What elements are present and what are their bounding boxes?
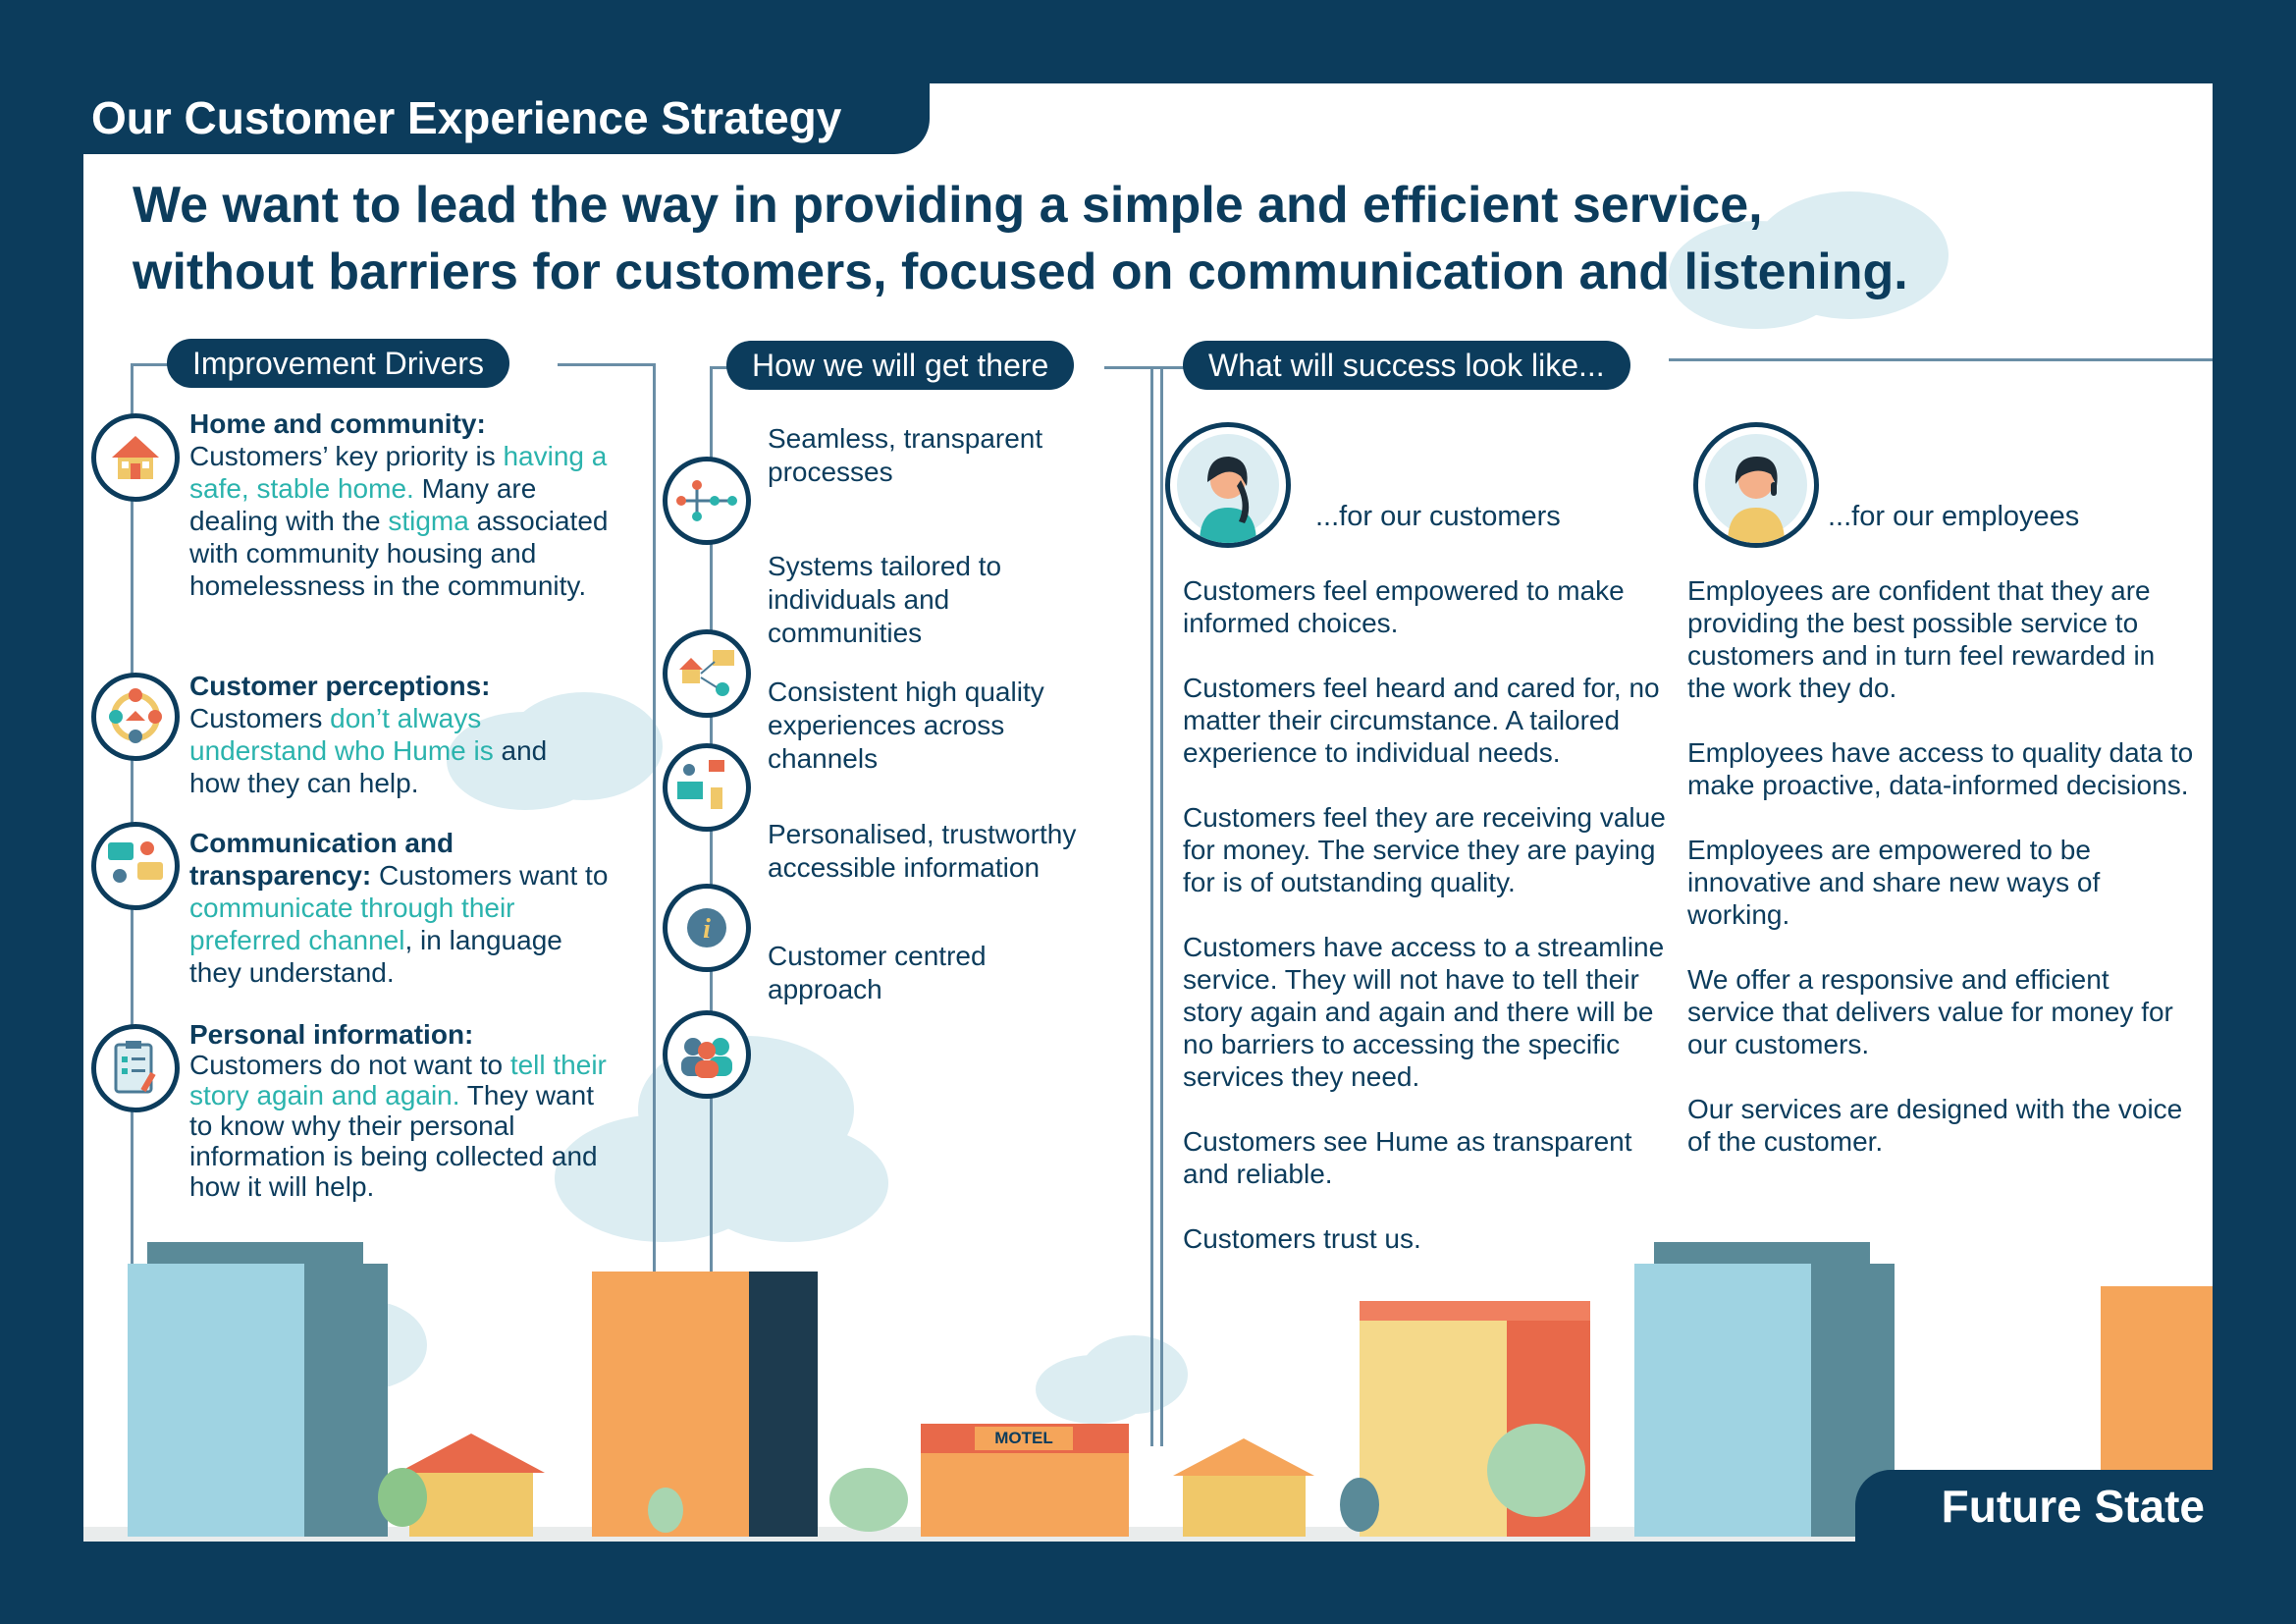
section-pill-success: What will success look like... xyxy=(1183,341,1630,390)
driver-highlight: having a safe, stable home. xyxy=(189,441,608,504)
future-state-tab: Future State xyxy=(1855,1470,2213,1542)
driver-personal-information: Personal information: Customers do not w… xyxy=(189,1019,621,1202)
cloud xyxy=(506,692,663,800)
employee-item: Employees are confident that they are pr… xyxy=(1687,575,2156,703)
driver-home-community: Home and community: Customers’ key prior… xyxy=(189,407,631,602)
tree xyxy=(378,1468,427,1527)
employee-item: Our services are designed with the voice… xyxy=(1687,1094,2183,1157)
driver-text: They want to know why their personal inf… xyxy=(189,1080,598,1202)
divider xyxy=(1150,366,1153,1446)
divider xyxy=(1160,366,1163,1446)
how-item: Systems tailored to individuals and comm… xyxy=(768,551,1002,648)
employee-avatar xyxy=(1693,422,1819,548)
divider xyxy=(1669,358,2213,361)
how-item: Personalised, trustworthy accessible inf… xyxy=(768,819,1077,883)
employees-list: Employees are confident that they are pr… xyxy=(1687,574,2198,1190)
how-item: Customer centred approach xyxy=(768,941,987,1004)
driver-heading: Personal information: xyxy=(189,1019,474,1050)
driver-heading: Communication and transparency: xyxy=(189,828,454,891)
driver-customer-perceptions: Customer perceptions: Customers don’t al… xyxy=(189,670,602,799)
headline-line-2: without barriers for customers, focused … xyxy=(133,244,1908,300)
content-panel: We want to lead the way in providing a s… xyxy=(83,83,2213,1542)
driver-highlight: don’t always understand who Hume is xyxy=(189,703,494,766)
employees-label: ...for our employees xyxy=(1828,501,2080,532)
customer-item: Customers feel heard and cared for, no m… xyxy=(1183,673,1660,768)
divider xyxy=(710,366,713,1348)
conversation-icon xyxy=(91,822,180,910)
driver-highlight: tell their story again and again. xyxy=(189,1050,607,1110)
tree xyxy=(648,1488,683,1533)
how-item: Consistent high quality experiences acro… xyxy=(768,677,1044,774)
cloud xyxy=(1752,191,1949,319)
driver-text: Many are dealing with the xyxy=(189,473,537,536)
community-circle-icon xyxy=(91,673,180,761)
motel: MOTEL xyxy=(921,1424,1129,1537)
driver-heading: Home and community: xyxy=(189,408,486,439)
tree xyxy=(829,1468,908,1532)
driver-highlight: communicate through their preferred chan… xyxy=(189,893,515,955)
customer-item: Customers have access to a streamline se… xyxy=(1183,932,1665,1092)
driver-communication: Communication and transparency: Customer… xyxy=(189,827,621,989)
page-title: Our Customer Experience Strategy xyxy=(91,92,842,143)
customer-item: Customers feel they are receiving value … xyxy=(1183,802,1666,897)
cloud xyxy=(1080,1335,1188,1414)
apartment-building xyxy=(592,1272,818,1537)
house xyxy=(1173,1438,1315,1537)
customers-label: ...for our customers xyxy=(1315,501,1561,532)
clipboard-icon xyxy=(91,1024,180,1112)
headline: We want to lead the way in providing a s… xyxy=(133,172,2145,305)
section-pill-how: How we will get there xyxy=(726,341,1075,390)
driver-text: and how they can help. xyxy=(189,735,548,798)
employee-item: Employees are empowered to be innovative… xyxy=(1687,835,2101,930)
driver-text: Customers do not want to xyxy=(189,1050,510,1080)
apartment-building xyxy=(128,1242,388,1537)
how-item: Seamless, transparent processes xyxy=(768,423,1043,487)
future-state-label: Future State xyxy=(1941,1481,2205,1532)
divider xyxy=(653,363,656,1394)
divider xyxy=(1104,366,1163,369)
process-flow-icon xyxy=(663,457,751,545)
employee-item: We offer a responsive and efficient serv… xyxy=(1687,964,2173,1059)
svg-text:i: i xyxy=(703,914,711,945)
customer-item: Customers feel empowered to make informe… xyxy=(1183,575,1625,638)
driver-text: Customers’ key priority is xyxy=(189,441,504,471)
people-icon xyxy=(663,1010,751,1099)
headline-line-1: We want to lead the way in providing a s… xyxy=(133,177,1763,234)
section-pill-drivers: Improvement Drivers xyxy=(167,339,509,388)
driver-text: , in language they understand. xyxy=(189,925,562,988)
house xyxy=(398,1434,545,1537)
house-icon xyxy=(91,413,180,502)
driver-highlight: stigma xyxy=(388,506,469,536)
cityscape: MOTEL xyxy=(83,1242,2213,1542)
divider xyxy=(1150,366,1200,369)
tree xyxy=(1487,1424,1585,1517)
info-icon: i xyxy=(663,884,751,972)
customer-item: Customers see Hume as transparent and re… xyxy=(1183,1126,1632,1189)
divider xyxy=(558,363,656,366)
network-icon xyxy=(663,629,751,718)
motel-sign: MOTEL xyxy=(975,1427,1073,1450)
customer-avatar xyxy=(1165,422,1291,548)
driver-heading: Customer perceptions: xyxy=(189,671,491,701)
title-tab: Our Customer Experience Strategy xyxy=(83,83,930,154)
employee-item: Employees have access to quality data to… xyxy=(1687,737,2194,800)
customers-list: Customers feel empowered to make informe… xyxy=(1183,574,1674,1287)
tree xyxy=(1340,1478,1379,1532)
driver-text: Customers xyxy=(189,703,331,733)
customer-item: Customers trust us. xyxy=(1183,1223,1421,1254)
driver-text: Customers want to xyxy=(371,860,609,891)
driver-text: associated with community housing and ho… xyxy=(189,506,609,601)
cloud xyxy=(692,1124,888,1242)
multi-channel-icon xyxy=(663,743,751,832)
